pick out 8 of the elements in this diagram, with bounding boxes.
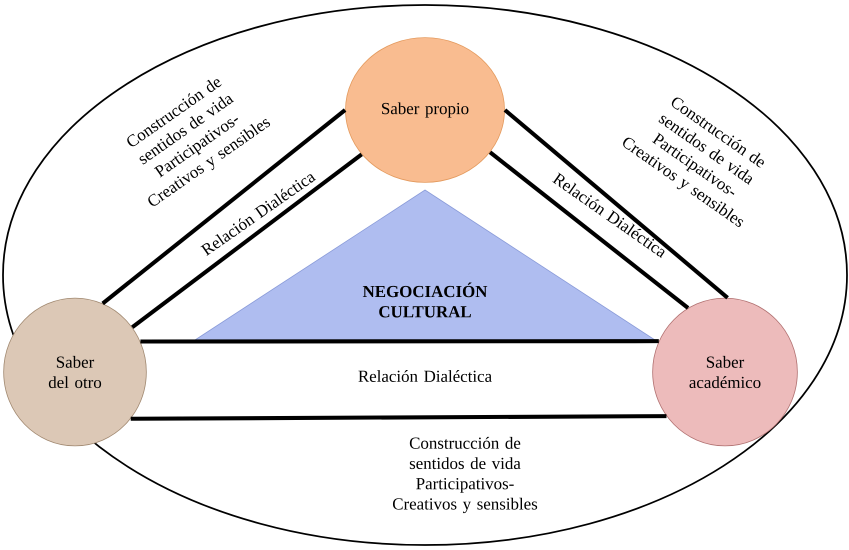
edge-label: Construcción de sentidos de vida Participativos- Creativos y sensibles (392, 436, 538, 514)
connector-line (131, 152, 363, 329)
connector-line (101, 108, 346, 306)
connector-line (130, 414, 666, 421)
connector-line (488, 150, 690, 310)
connector-line (140, 339, 659, 344)
connector-line (504, 108, 729, 300)
edge-label: Relación Dialéctica (358, 370, 492, 382)
